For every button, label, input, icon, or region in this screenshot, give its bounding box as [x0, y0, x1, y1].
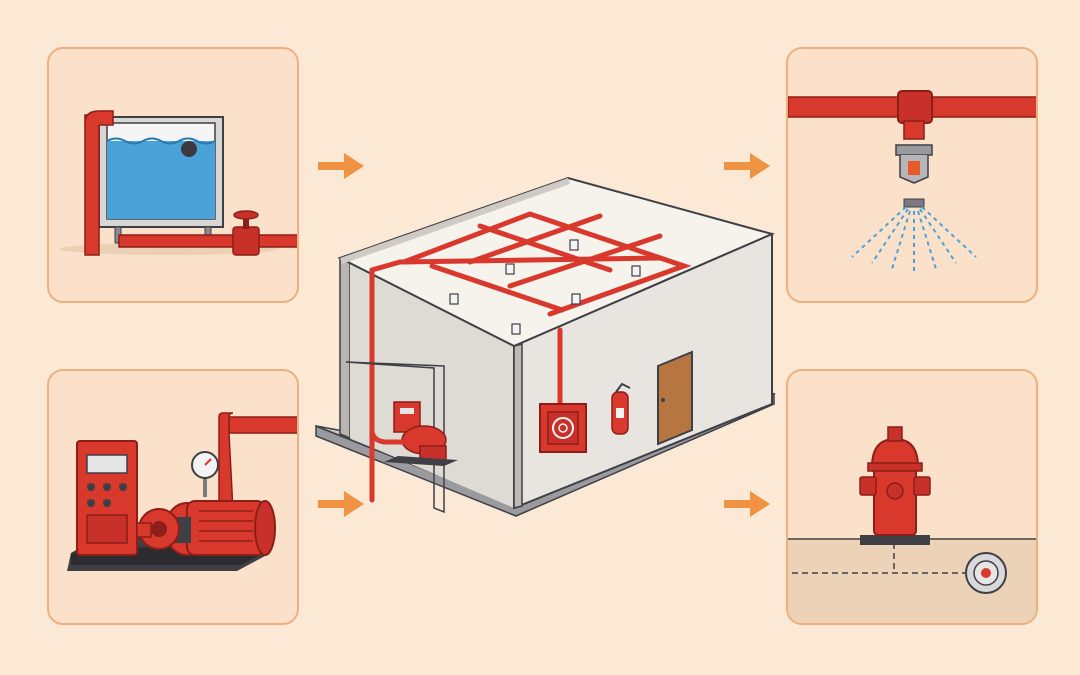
- fire-pump-panel: [47, 369, 299, 625]
- flow-arrow: [318, 491, 364, 517]
- water-tank-panel: [47, 47, 299, 303]
- sprinkler-panel: [786, 47, 1038, 303]
- building-cutaway: [310, 170, 780, 540]
- flow-arrow: [724, 491, 770, 517]
- building-fire-protection-system-icon: [315, 176, 777, 517]
- fire-pump-icon: [67, 412, 297, 571]
- flow-arrow: [318, 153, 364, 179]
- hydrant-panel: [786, 369, 1038, 625]
- sprinkler-head-icon: [788, 90, 1036, 271]
- fire-hydrant-icon: [788, 426, 1036, 623]
- water-tank-icon: [59, 110, 297, 256]
- flow-arrow: [724, 153, 770, 179]
